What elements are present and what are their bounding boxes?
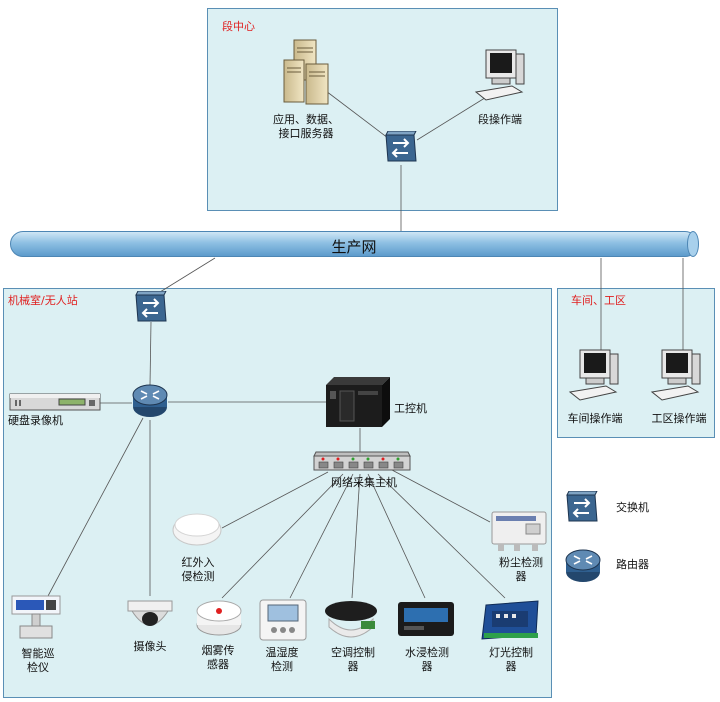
light-label-line1: 灯光控制 [489, 646, 533, 659]
production-network-label: 生产网 [331, 238, 377, 256]
dust-detector-icon [490, 510, 548, 556]
temp-label-line2: 检测 [271, 660, 293, 673]
workshop-terminal-label: 车间操作端 [567, 412, 623, 425]
hdd-recorder-label: 硬盘录像机 [8, 414, 63, 427]
area-terminal-pc-icon [648, 348, 704, 410]
smoke-sensor-label: 烟雾传 感器 [190, 644, 246, 672]
industrial-pc-icon [324, 375, 392, 435]
patrol-label-line1: 智能巡 [21, 647, 55, 660]
water-detector-icon [396, 598, 456, 644]
link-col-dust [391, 469, 491, 523]
light-controller-label: 灯光控制 器 [480, 646, 542, 674]
link-col-water [367, 473, 426, 599]
bus-end-cap [687, 231, 699, 257]
legend-router-label: 路由器 [616, 558, 649, 571]
dust-label-line1: 粉尘检测 [499, 556, 543, 569]
legend-router-icon [564, 548, 602, 588]
link-bus-roomswitch [159, 257, 216, 293]
temp-humidity-label: 温湿度 检测 [254, 646, 310, 674]
ac-controller-icon [321, 597, 381, 645]
collector-host-icon [312, 450, 412, 478]
infrared-detector-icon [170, 508, 224, 552]
server-label-line2: 接口服务器 [278, 127, 334, 140]
infrared-label-line1: 红外入 [181, 556, 215, 569]
infrared-detector-label: 红外入 侵检测 [168, 556, 228, 584]
water-label-line1: 水浸检测 [405, 646, 449, 659]
server-label: 应用、数据、 接口服务器 [248, 113, 364, 141]
smoke-sensor-icon [193, 597, 245, 643]
section-center-title: 段中心 [222, 20, 255, 33]
collector-host-label: 网络采集主机 [331, 476, 397, 489]
hdd-recorder-icon [9, 391, 101, 417]
area-terminal-label: 工区操作端 [651, 412, 707, 425]
light-controller-icon [480, 599, 542, 645]
section-center-region [207, 8, 558, 211]
link-col-smoke [221, 473, 344, 599]
ac-label-line1: 空调控制 [331, 646, 375, 659]
patrol-label-line2: 检仪 [27, 661, 49, 674]
link-col-infrared [221, 471, 329, 529]
water-detector-label: 水浸检测 器 [396, 646, 458, 674]
dust-detector-label: 粉尘检测 器 [488, 556, 554, 584]
link-router-patrol [47, 417, 144, 597]
smoke-label-line1: 烟雾传 [201, 644, 235, 657]
section-terminal-pc-icon [472, 48, 528, 110]
section-terminal-label: 段操作端 [478, 113, 522, 126]
link-col-temp [289, 473, 354, 599]
legend-switch-label: 交换机 [616, 501, 649, 514]
link-col-ac [351, 473, 361, 599]
camera-label: 摄像头 [133, 640, 167, 653]
center-switch-icon [384, 130, 418, 169]
link-switch-router [149, 321, 152, 386]
server-stack-icon [282, 38, 330, 110]
industrial-pc-label: 工控机 [394, 402, 427, 415]
light-label-line2: 器 [505, 660, 517, 673]
link-server-switch [321, 87, 389, 139]
infrared-label-line2: 侵检测 [181, 570, 215, 583]
workshop-title: 车间、工区 [571, 294, 626, 307]
ac-label-line2: 器 [347, 660, 359, 673]
dust-label-line2: 器 [515, 570, 527, 583]
link-col-light [377, 473, 506, 599]
room-router-icon [131, 383, 169, 423]
legend-switch-icon [565, 490, 599, 529]
ac-controller-label: 空调控制 器 [324, 646, 382, 674]
server-label-line1: 应用、数据、 [273, 113, 339, 126]
temp-label-line1: 温湿度 [265, 646, 299, 659]
temp-humidity-icon [258, 598, 308, 646]
production-network-bus: 生产网 [10, 231, 699, 257]
water-label-line2: 器 [421, 660, 433, 673]
patrol-robot-icon [8, 594, 66, 646]
room-switch-icon [134, 290, 168, 329]
link-terminal-switch [416, 95, 489, 141]
patrol-robot-label: 智能巡 检仪 [10, 647, 66, 675]
workshop-terminal-pc-icon [566, 348, 622, 410]
smoke-label-line2: 感器 [207, 658, 229, 671]
dome-camera-icon [124, 597, 176, 641]
machine-room-title: 机械室/无人站 [8, 294, 78, 307]
